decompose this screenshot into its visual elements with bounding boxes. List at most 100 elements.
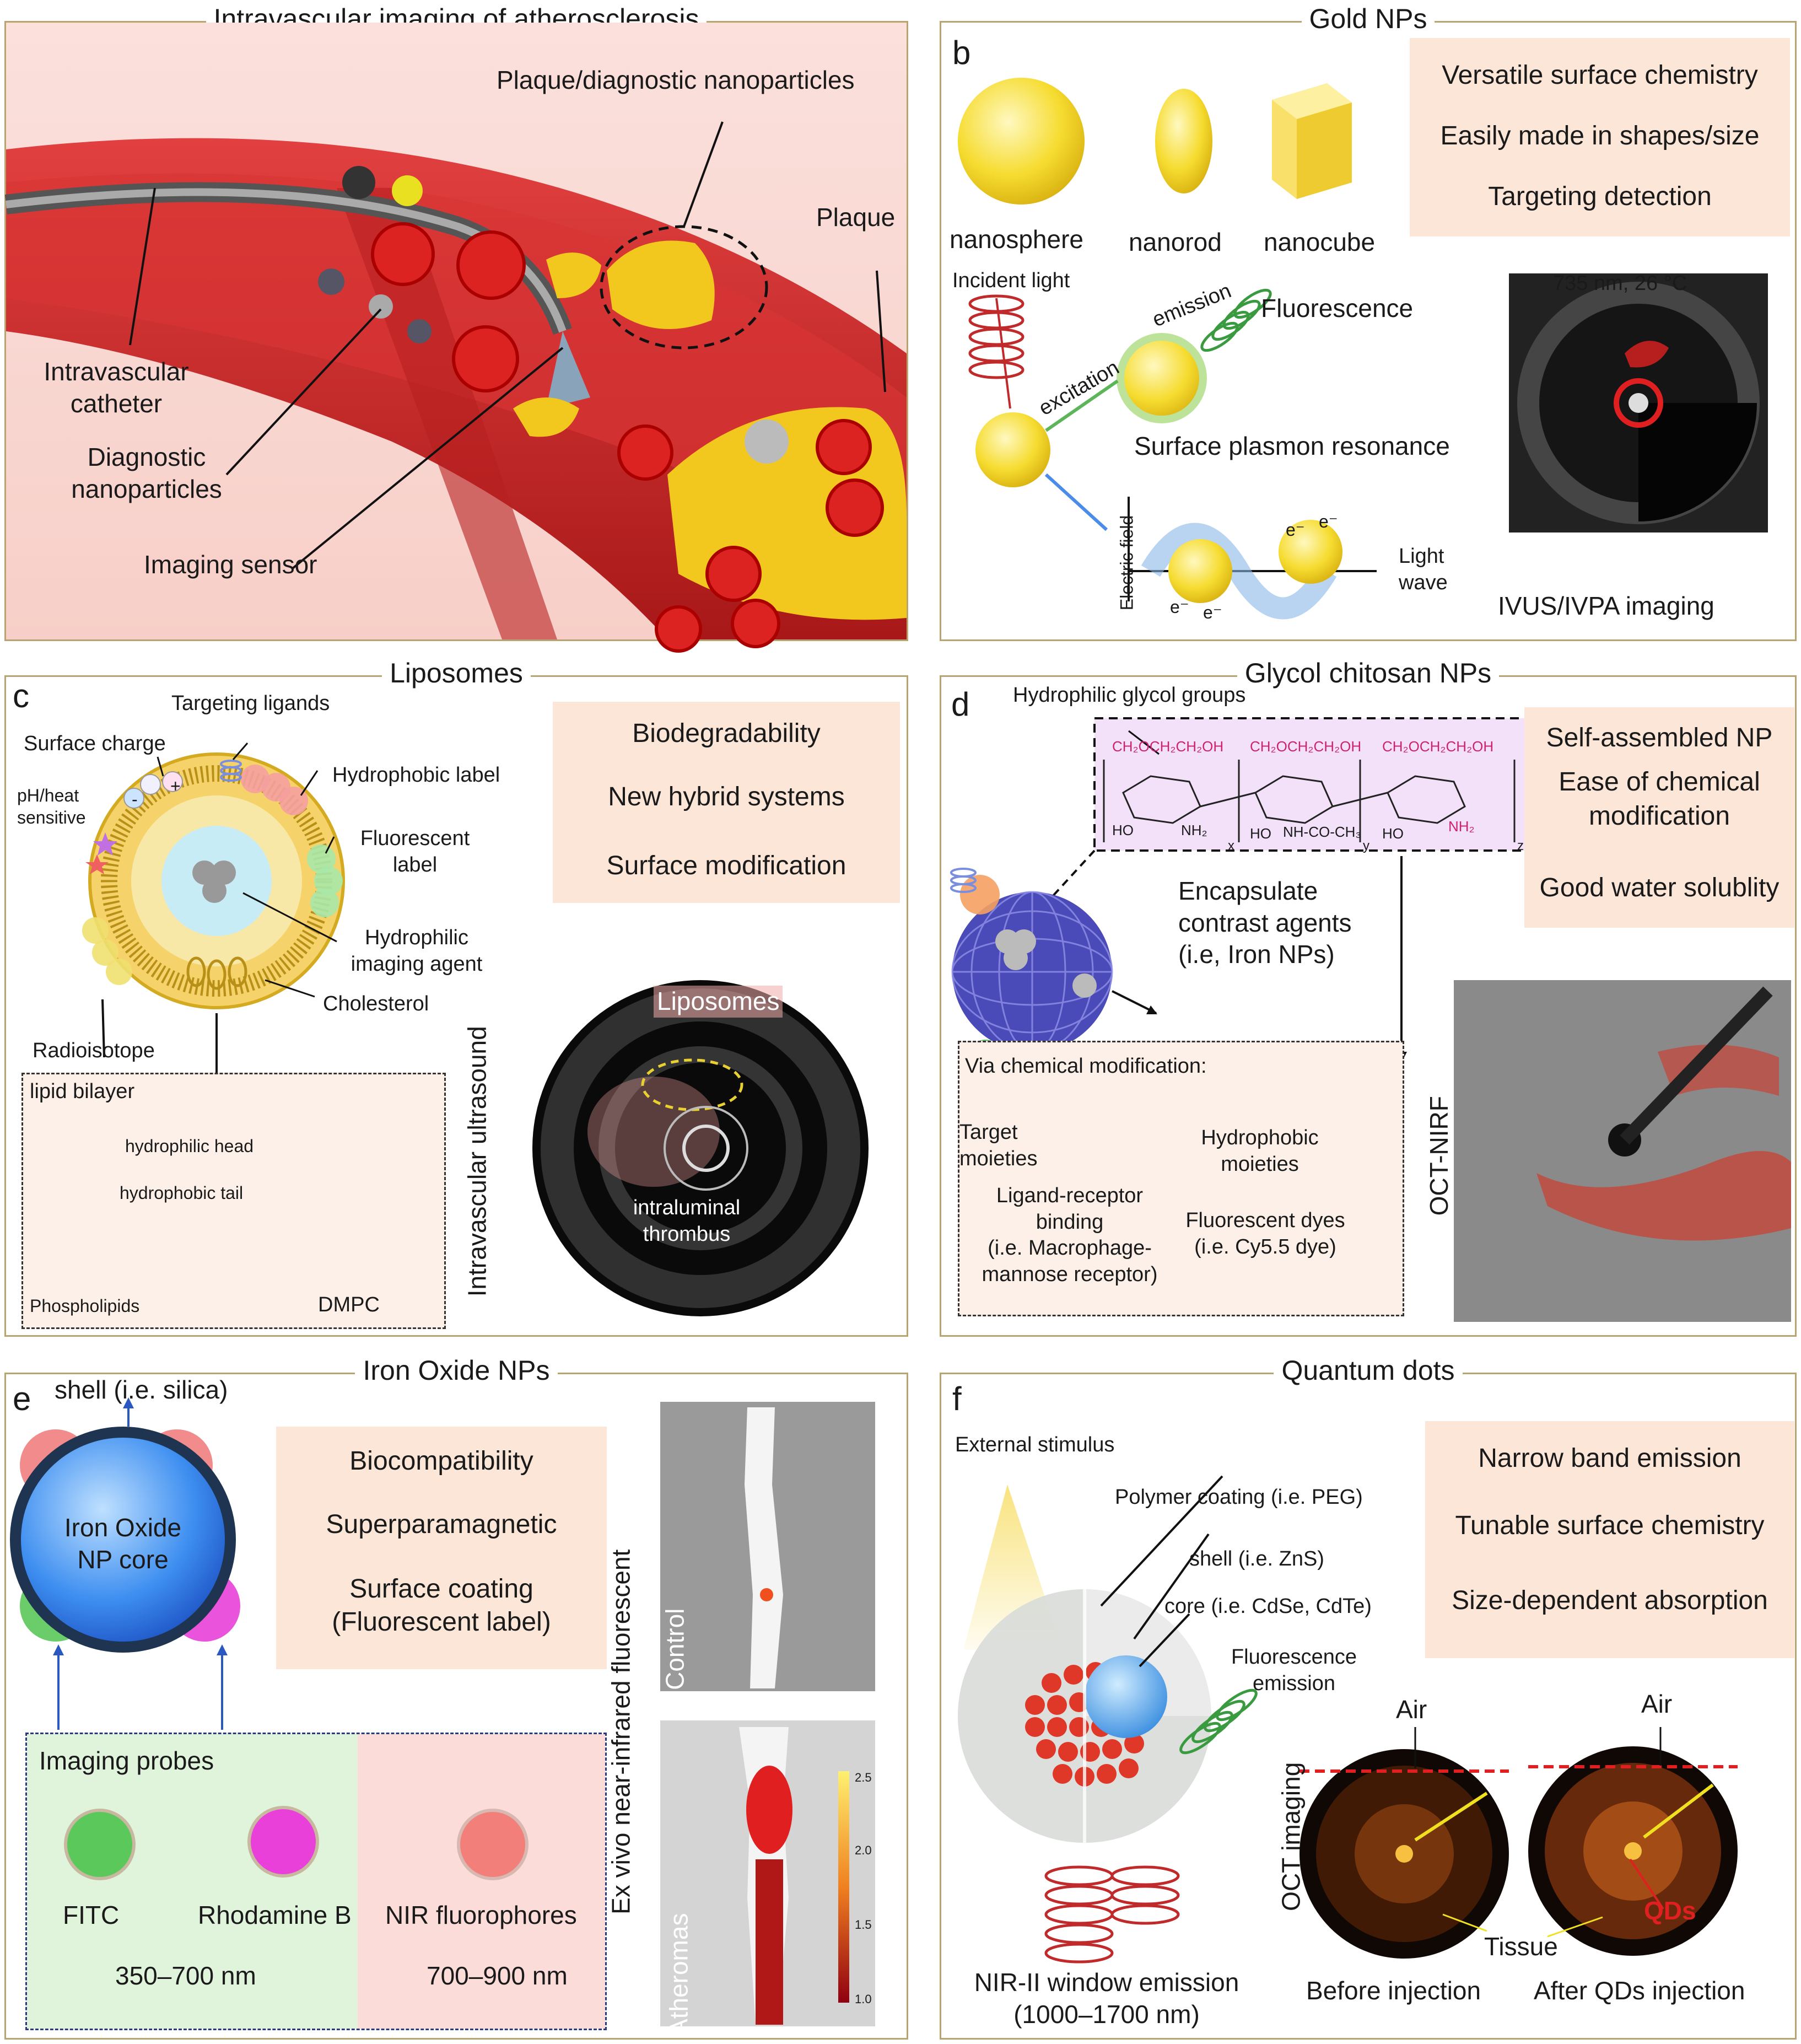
label-dmpc: DMPC	[318, 1293, 380, 1316]
label-fluorescence: Fluorescence	[1261, 294, 1414, 322]
iron-property: Biocompatibility	[349, 1446, 533, 1476]
label-rhodamine: Rhodamine B	[198, 1901, 352, 1929]
scale-tick: 2.0	[855, 1843, 872, 1857]
gold-property: Easily made in shapes/size	[1440, 121, 1760, 150]
chem-substituent: CH₂OCH₂CH₂OH	[1250, 738, 1362, 755]
chem-index-z: z	[1517, 838, 1524, 853]
label-control: Control	[660, 1608, 689, 1690]
label-incident-light: Incident light	[952, 269, 1070, 292]
label-cholesterol: Cholesterol	[323, 992, 429, 1015]
chem-nh2: NH₂	[1448, 818, 1475, 835]
panel-e: Iron Oxide NPs e shell (i.e. silica) Iro…	[4, 1355, 908, 2040]
surface-charge-plus: +	[170, 776, 181, 796]
label-imaging-sensor: Imaging sensor	[144, 550, 317, 579]
shape-nanosphere: nanosphere	[950, 225, 1083, 254]
label-range-1: 350–700 nm	[115, 1961, 256, 1990]
ivus-image-caption: IVUS/IVPA imaging	[1498, 591, 1714, 620]
label-air-after: Air	[1641, 1690, 1673, 1718]
label-ligand-receptor: Ligand-receptor binding (i.e. Macrophage…	[982, 1184, 1158, 1286]
label-air-before: Air	[1396, 1695, 1427, 1724]
quantum-dot-illustration	[958, 1475, 1738, 1964]
liposome-properties-box: Biodegradability New hybrid systems Surf…	[553, 702, 900, 903]
label-ph-heat: pH/heat sensitive	[17, 786, 86, 827]
label-fitc: FITC	[63, 1901, 120, 1929]
panel-c: Liposomes c	[4, 658, 908, 1337]
label-shell-silica: shell (i.e. silica)	[55, 1375, 228, 1404]
label-qd-core: core (i.e. CdSe, CdTe)	[1164, 1595, 1372, 1618]
label-spr: Surface plasmon resonance	[1134, 432, 1450, 460]
label-qd-shell: shell (i.e. ZnS)	[1189, 1547, 1324, 1570]
shape-nanorod: nanorod	[1129, 228, 1222, 256]
iron-oxide-illustration	[10, 1397, 875, 2026]
chem-ho: HO	[1112, 822, 1134, 838]
liposome-property: Surface modification	[606, 851, 846, 880]
label-before-injection: Before injection	[1306, 1976, 1481, 2005]
label-surface-charge: Surface charge	[24, 732, 166, 755]
panel-f: Quantum dots f	[940, 1355, 1797, 2040]
label-glycol-groups: Hydrophilic glycol groups	[1013, 684, 1246, 707]
electron-symbol: e⁻	[1319, 512, 1338, 531]
chem-substituent: CH₂OCH₂CH₂OH	[1112, 738, 1224, 755]
label-qds: QDs	[1644, 1896, 1696, 1925]
label-hydrophilic-head: hydrophilic head	[125, 1136, 254, 1156]
scale-tick: 1.5	[855, 1918, 872, 1932]
tag-liposomes: Liposomes	[654, 986, 783, 1018]
gold-property: Versatile surface chemistry	[1442, 61, 1758, 90]
chitosan-property: Good water solublity	[1539, 873, 1780, 902]
gold-np-shapes	[958, 78, 1768, 620]
label-hydrophobic-label: Hydrophobic label	[332, 763, 500, 787]
shape-nanocube: nanocube	[1264, 228, 1376, 256]
iron-property: Superparamagnetic	[326, 1510, 557, 1539]
label-light-wave: Light wave	[1399, 545, 1448, 594]
electron-symbol: e⁻	[1286, 520, 1305, 540]
probe-circles	[64, 1806, 529, 1880]
surface-charge-minus: -	[132, 789, 138, 809]
qd-properties-box: Narrow band emission Tunable surface che…	[1425, 1421, 1794, 1658]
chem-substituent: CH₂OCH₂CH₂OH	[1382, 738, 1494, 755]
label-oct-imaging: OCT imaging	[1276, 1762, 1306, 1911]
liposome-property: New hybrid systems	[608, 782, 845, 811]
panel-d: Glycol chitosan NPs d	[940, 658, 1797, 1337]
panel-d-letter: d	[951, 686, 970, 723]
label-exvivo-nirf: Ex vivo near-infrared fluorescent	[606, 1549, 635, 1914]
chemical-modification-box: Via chemical modification: Target moieti…	[958, 1041, 1404, 1316]
label-intravascular-ultrasound: Intravascular ultrasound	[462, 1026, 492, 1297]
label-external-stimulus: External stimulus	[955, 1433, 1115, 1456]
panel-e-letter: e	[13, 1380, 31, 1417]
label-after-injection: After QDs injection	[1534, 1976, 1745, 2005]
electron-symbol: e⁻	[1203, 603, 1222, 622]
label-plaque-diagnostic: Plaque/diagnostic nanoparticles	[497, 66, 855, 94]
label-fluorescent-dyes: Fluorescent dyes (i.e. Cy5.5 dye)	[1185, 1209, 1345, 1258]
label-via-chemical: Via chemical modification:	[965, 1055, 1207, 1078]
label-imaging-probes: Imaging probes	[39, 1746, 214, 1775]
scale-tick: 2.5	[855, 1771, 872, 1784]
imaging-probes-box: Imaging probes FITC Rhodamine B NIR fluo…	[25, 1733, 607, 2030]
label-targeting-ligands: Targeting ligands	[171, 692, 330, 715]
label-polymer-coating: Polymer coating (i.e. PEG)	[1115, 1486, 1363, 1509]
panel-c-letter: c	[13, 677, 29, 714]
label-nir2-emission: NIR-II window emission (1000–1700 nm)	[974, 1968, 1239, 2029]
label-range-2: 700–900 nm	[427, 1961, 568, 1990]
lipid-bilayer-box: lipid bilayer hydrophilic head hydrophob…	[21, 1073, 446, 1329]
label-electric-field: Electric field	[1117, 515, 1137, 611]
label-radioisotope: Radioisotope	[33, 1039, 155, 1062]
qd-property: Narrow band emission	[1478, 1444, 1741, 1473]
liposome-property: Biodegradability	[632, 719, 821, 748]
label-encapsulate: Encapsulate contrast agents (i.e, Iron N…	[1178, 876, 1352, 969]
panel-b-letter: b	[952, 34, 971, 71]
electron-symbol: e⁻	[1170, 597, 1189, 617]
iron-property: Surface coating (Fluorescent label)	[332, 1574, 551, 1637]
chem-index-x: x	[1228, 838, 1234, 853]
label-oct-nirf: OCT-NIRF	[1424, 1096, 1453, 1216]
iron-properties-box: Biocompatibility Superparamagnetic Surfa…	[276, 1427, 607, 1669]
label-hydrophilic-agent: Hydrophilic imaging agent	[351, 926, 483, 976]
panel-b: Gold NPs b nanosphere nanor	[940, 3, 1797, 641]
ivus-image-title: 735 nm, 26 °C	[1553, 272, 1687, 295]
label-nir-fluorophores: NIR fluorophores	[385, 1901, 577, 1929]
label-catheter: Intravascular catheter	[44, 357, 189, 418]
qd-property: Size-dependent absorption	[1452, 1586, 1768, 1615]
label-tissue: Tissue	[1484, 1932, 1558, 1961]
label-hydrophobic-tail: hydrophobic tail	[120, 1183, 244, 1203]
chitosan-property: Self-assembled NP	[1546, 723, 1773, 752]
panel-a: Intravascular imaging of atherosclerosis…	[4, 3, 908, 653]
